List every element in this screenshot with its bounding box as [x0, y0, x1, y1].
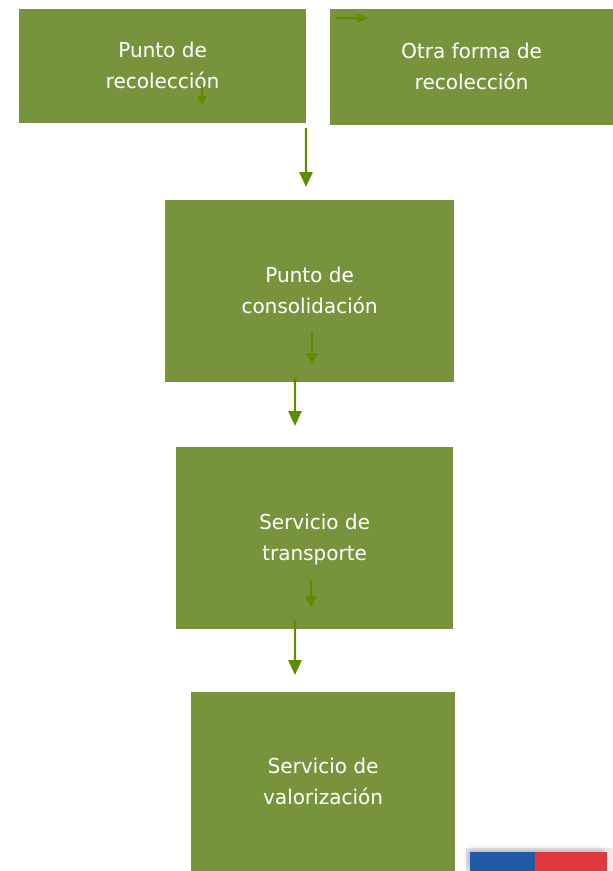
- flag-red-segment: [535, 852, 607, 871]
- node-label-line: Punto de: [265, 263, 354, 287]
- node-otra-forma-recoleccion: Otra forma de recolección: [330, 9, 613, 125]
- arrowhead-consolidacion-to-transporte: [288, 411, 302, 426]
- node-punto-consolidacion: Punto de consolidación: [165, 200, 454, 382]
- arrowhead-transporte-to-valorizacion: [288, 660, 302, 675]
- node-label-line: consolidación: [241, 294, 378, 318]
- node-label-line: Otra forma de: [401, 39, 542, 63]
- node-label-line: valorización: [263, 784, 383, 809]
- flag-blue-segment: [470, 852, 535, 871]
- node-label-line: recolección: [105, 69, 220, 93]
- node-label-line: Servicio de: [259, 510, 370, 534]
- chile-flag-icon: [470, 852, 607, 871]
- node-label-line: transporte: [262, 541, 367, 565]
- node-label-line: Punto de: [118, 38, 207, 62]
- node-label-line: Servicio de: [267, 753, 379, 778]
- arrowhead-recoleccion-to-consolidacion: [299, 172, 313, 187]
- node-servicio-valorizacion: Servicio de valorización: [191, 692, 455, 871]
- node-servicio-transporte: Servicio de transporte: [176, 447, 453, 629]
- node-label-line: recolección: [414, 70, 529, 94]
- node-punto-recoleccion: Punto de recolección: [19, 9, 306, 123]
